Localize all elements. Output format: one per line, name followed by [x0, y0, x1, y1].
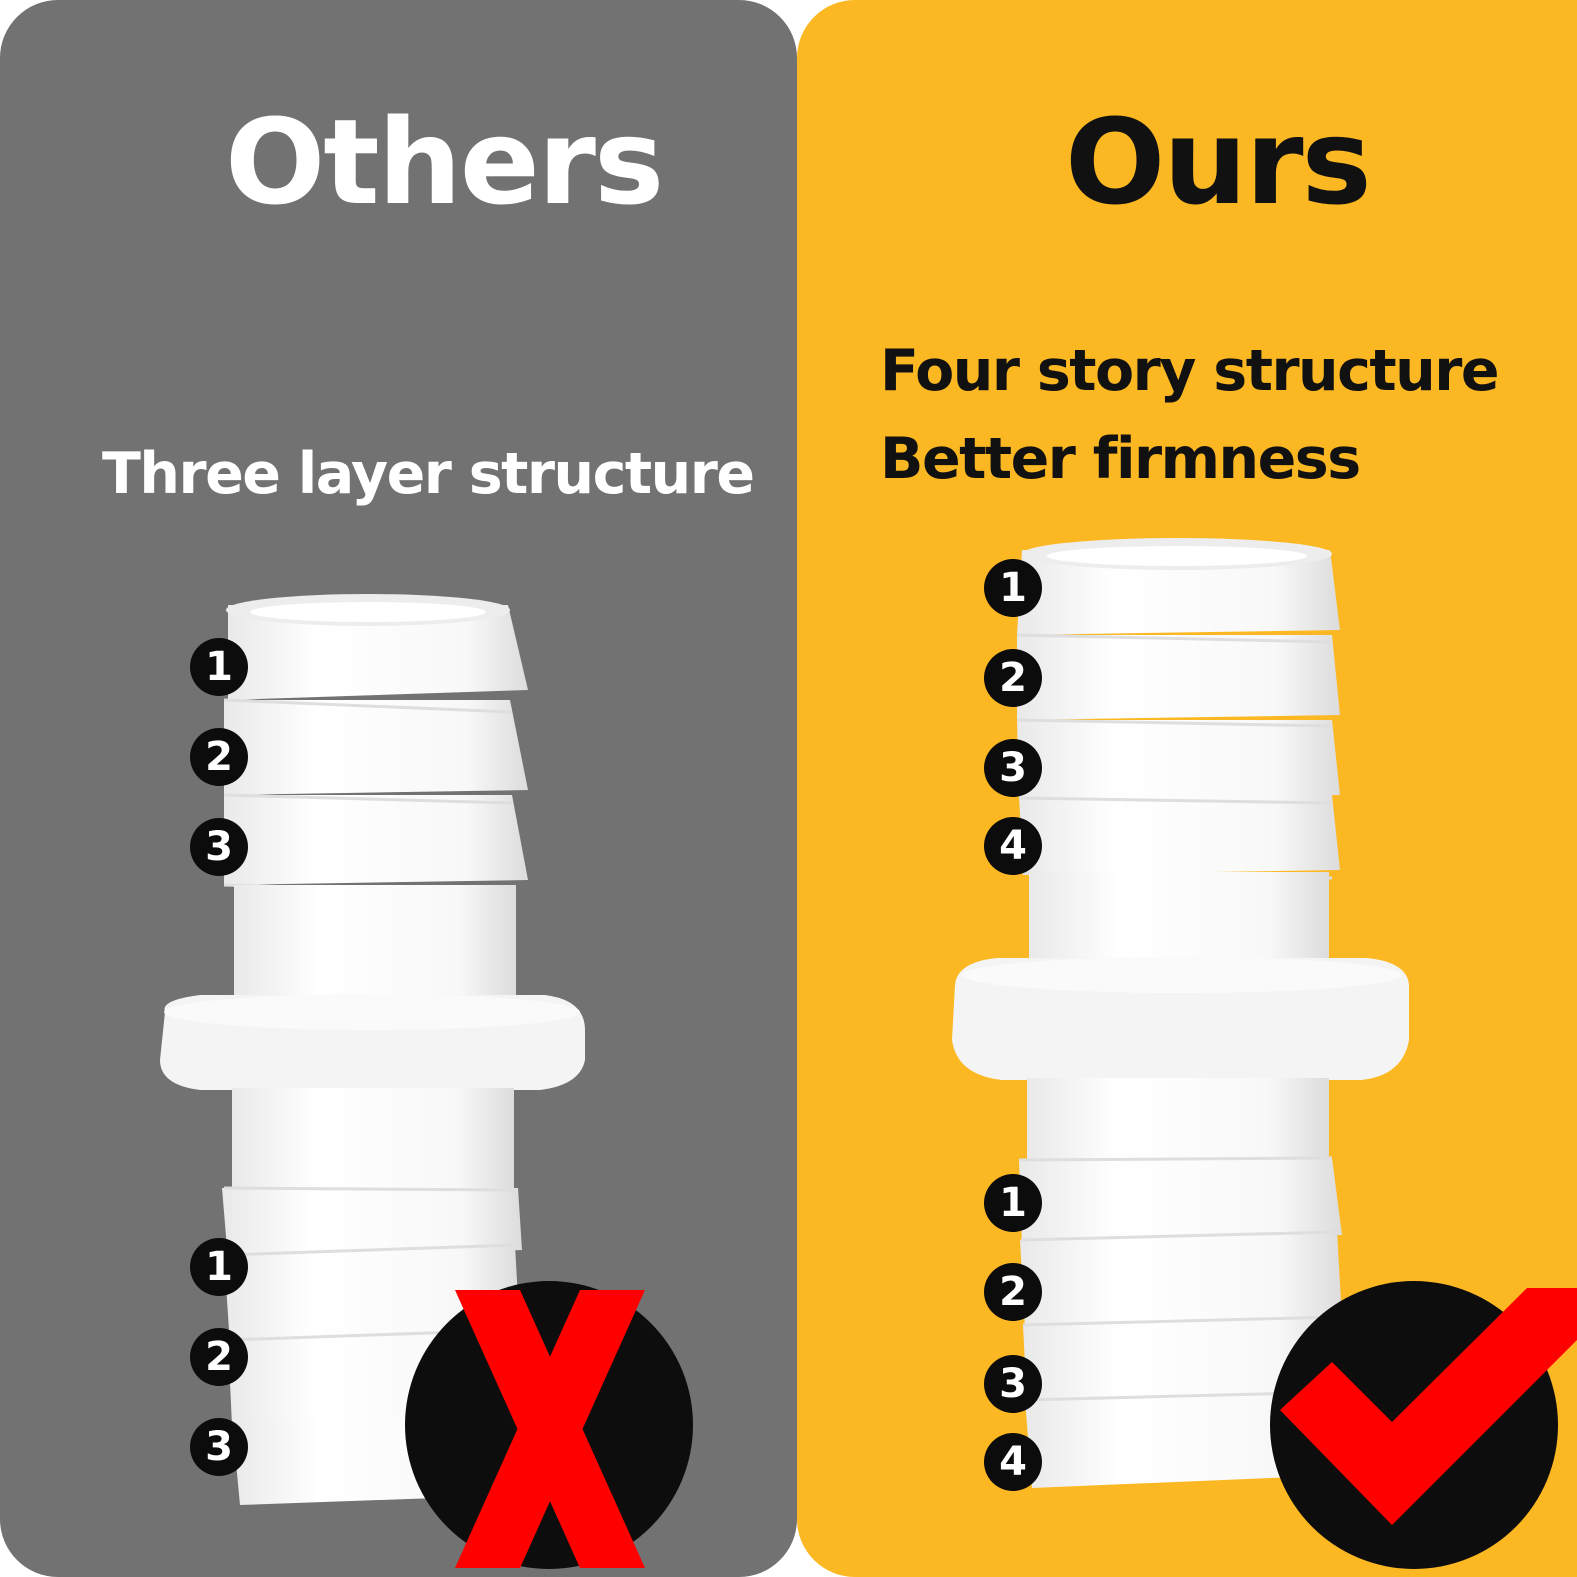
others-top-layer-3-badge: 3 [190, 818, 248, 876]
ours-bottom-layer-4-badge: 4 [984, 1433, 1042, 1491]
others-panel: Others Three layer structure [0, 0, 797, 1577]
ours-caption-line2: Better firmness [880, 426, 1361, 493]
red-x-icon [455, 1290, 645, 1568]
ours-bottom-layer-3-badge: 3 [984, 1355, 1042, 1413]
others-bottom-layer-1-badge: 1 [190, 1238, 248, 1296]
ours-panel: Ours Four story structure Better firmnes… [797, 0, 1577, 1577]
ours-bottom-layer-2-badge: 2 [984, 1263, 1042, 1321]
ours-top-layer-3-badge: 3 [984, 739, 1042, 797]
others-top-layer-2-badge: 2 [190, 728, 248, 786]
ours-bottom-layer-1-badge: 1 [984, 1174, 1042, 1232]
ours-hose-fitting-image [952, 538, 1409, 1488]
ours-title: Ours [1065, 93, 1372, 231]
red-checkmark-icon [1280, 1288, 1577, 1525]
others-hose-fitting-image [160, 594, 585, 1505]
others-top-layer-1-badge: 1 [190, 638, 248, 696]
ours-top-layer-2-badge: 2 [984, 649, 1042, 707]
others-bottom-layer-3-badge: 3 [190, 1418, 248, 1476]
others-title: Others [225, 93, 664, 231]
ours-top-layer-1-badge: 1 [984, 559, 1042, 617]
ours-caption: Four story structure Better firmness [880, 327, 1500, 504]
ours-caption-line1: Four story structure [880, 338, 1500, 404]
others-bottom-layer-2-badge: 2 [190, 1328, 248, 1386]
others-caption: Three layer structure [102, 441, 755, 507]
ours-top-layer-4-badge: 4 [984, 817, 1042, 875]
